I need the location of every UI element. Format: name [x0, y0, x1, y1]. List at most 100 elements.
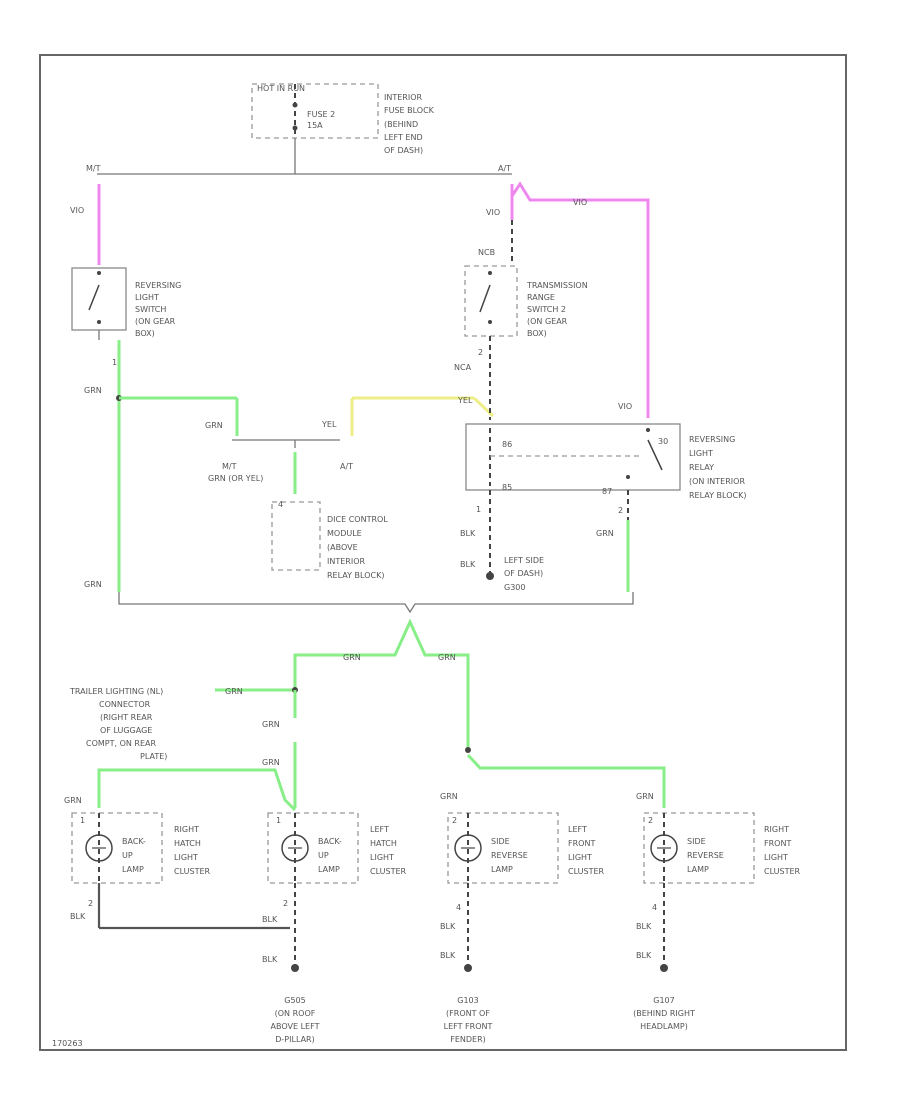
grn-label: GRN — [596, 529, 614, 538]
trailer-label: COMPT, ON REAR — [86, 739, 156, 748]
lamp-label: SIDE — [687, 837, 706, 846]
svg-text:(FRONT OF: (FRONT OF — [446, 1009, 490, 1018]
ground-g103-symbol — [464, 964, 472, 972]
dice-module-label: DICE CONTROL — [327, 515, 388, 524]
grn-label: GRN — [636, 792, 654, 801]
reversing-switch-label: BOX) — [135, 329, 155, 338]
fuse-location-line: INTERIOR — [384, 93, 423, 102]
mt-lower-color-label: GRN (OR YEL) — [208, 474, 263, 483]
cluster-label: LEFT — [370, 825, 389, 834]
grn-label: GRN — [262, 720, 280, 729]
fuse-location-line: FUSE BLOCK — [384, 106, 435, 115]
pin-label: 4 — [652, 903, 657, 912]
at-lower-label: A/T — [340, 462, 353, 471]
cluster-label: LIGHT — [174, 853, 198, 862]
relay-label: LIGHT — [689, 449, 713, 458]
reversing-switch-label: REVERSING — [135, 281, 181, 290]
fuse-location-line: OF DASH) — [384, 146, 423, 155]
pin-label: 1 — [276, 816, 281, 825]
svg-text:G505: G505 — [284, 996, 305, 1005]
ground-g300-label: LEFT SIDE — [504, 556, 544, 565]
lamp-label: UP — [122, 851, 133, 860]
dice-module-label: INTERIOR — [327, 557, 366, 566]
relay-label: REVERSING — [689, 435, 735, 444]
pin-label: 1 — [476, 505, 481, 514]
ground-g505-symbol — [291, 964, 299, 972]
ground-g107-label: G107 (BEHIND RIGHT HEADLAMP) — [633, 996, 695, 1031]
pin-label: 2 — [88, 899, 93, 908]
lamp-right-front: 2 SIDE REVERSE LAMP RIGHT FRONT LIGHT CL… — [643, 812, 801, 884]
dice-module-label: MODULE — [327, 529, 362, 538]
pin-label: 2 — [618, 506, 623, 515]
relay-label: RELAY — [689, 463, 714, 472]
blk-label: BLK — [636, 951, 652, 960]
grn-label: GRN — [440, 792, 458, 801]
fuse-block: HOT IN RUN FUSE 2 15A INTERIOR FUSE BLOC… — [251, 83, 435, 155]
ground-g300-label: OF DASH) — [504, 569, 543, 578]
range-switch-label: TRANSMISSION — [526, 281, 588, 290]
grn-label: GRN — [262, 758, 280, 767]
yel-label: YEL — [457, 396, 473, 405]
fuse-header-label: HOT IN RUN — [257, 84, 305, 93]
svg-text:(BEHIND RIGHT: (BEHIND RIGHT — [633, 1009, 695, 1018]
blk-label: BLK — [70, 912, 86, 921]
pin-label: 30 — [658, 437, 668, 446]
trailer-label: OF LUGGAGE — [100, 726, 152, 735]
lamp-label: BACK- — [318, 837, 342, 846]
ground-g300-symbol — [486, 572, 494, 580]
pin-label: 2 — [648, 816, 653, 825]
cluster-label: RIGHT — [764, 825, 789, 834]
relay-label: RELAY BLOCK) — [689, 491, 746, 500]
lamp-left-front: 2 SIDE REVERSE LAMP LEFT FRONT LIGHT CLU… — [447, 812, 605, 884]
reversing-switch-label: (ON GEAR — [135, 317, 176, 326]
relay-label: (ON INTERIOR — [689, 477, 745, 486]
pin-label: 86 — [502, 440, 512, 449]
reversing-switch-label: LIGHT — [135, 293, 159, 302]
cluster-label: FRONT — [568, 839, 595, 848]
grn-label: GRN — [225, 687, 243, 696]
transmission-range-switch: TRANSMISSION RANGE SWITCH 2 (ON GEAR BOX… — [464, 265, 588, 338]
svg-text:HEADLAMP): HEADLAMP) — [640, 1022, 688, 1031]
dice-control-module: 4 DICE CONTROL MODULE (ABOVE INTERIOR RE… — [271, 500, 388, 580]
range-switch-label: SWITCH 2 — [527, 305, 566, 314]
trailer-label: (RIGHT REAR — [100, 713, 153, 722]
trailer-label: TRAILER LIGHTING (NL) — [69, 687, 163, 696]
pin-label: 1 — [80, 816, 85, 825]
reversing-light-switch: REVERSING LIGHT SWITCH (ON GEAR BOX) — [71, 267, 181, 338]
mt-label: M/T — [86, 164, 101, 173]
lamp-left-hatch: 1 BACK- UP LAMP LEFT HATCH LIGHT CLUSTER — [267, 812, 407, 884]
pin-label: 4 — [456, 903, 461, 912]
cluster-label: CLUSTER — [764, 867, 801, 876]
fuse-label: FUSE 2 — [307, 110, 335, 119]
cluster-label: LEFT — [568, 825, 587, 834]
ground-g505-label: G505 (ON ROOF ABOVE LEFT D-PILLAR) — [271, 996, 320, 1044]
lamp-label: LAMP — [491, 865, 513, 874]
svg-text:G103: G103 — [457, 996, 478, 1005]
pin-label: 2 — [452, 816, 457, 825]
grn-label: GRN — [343, 653, 361, 662]
cluster-label: CLUSTER — [174, 867, 211, 876]
blk-label: BLK — [440, 951, 456, 960]
diagram-frame — [39, 54, 847, 1051]
range-switch-label: BOX) — [527, 329, 547, 338]
vio-label: VIO — [573, 198, 587, 207]
fuse-location-line: (BEHIND — [384, 120, 418, 129]
reversing-switch-label: SWITCH — [135, 305, 166, 314]
cluster-label: CLUSTER — [568, 867, 605, 876]
pin-label: 1 — [112, 358, 117, 367]
lamp-label: LAMP — [687, 865, 709, 874]
lamp-label: LAMP — [122, 865, 144, 874]
lamp-label: UP — [318, 851, 329, 860]
pin-label: 2 — [478, 348, 483, 357]
pin-label: 87 — [602, 487, 612, 496]
cluster-label: RIGHT — [174, 825, 199, 834]
svg-text:ABOVE LEFT: ABOVE LEFT — [271, 1022, 320, 1031]
vio-label: VIO — [486, 208, 500, 217]
blk-label: BLK — [460, 529, 476, 538]
svg-text:(ON ROOF: (ON ROOF — [275, 1009, 316, 1018]
blk-label: BLK — [262, 955, 278, 964]
cluster-label: LIGHT — [370, 853, 394, 862]
trailer-lighting-connector: GRN TRAILER LIGHTING (NL) CONNECTOR (RIG… — [69, 687, 298, 761]
vio-label: VIO — [70, 206, 84, 215]
